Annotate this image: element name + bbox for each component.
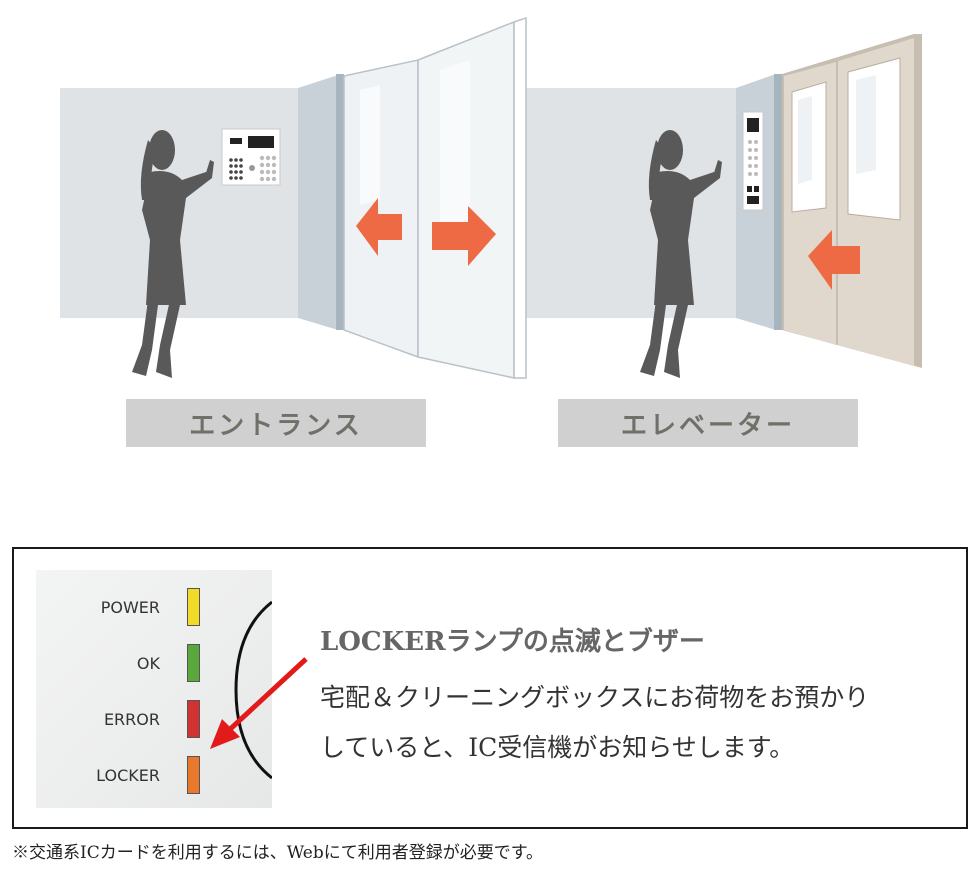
door-frame-strip bbox=[336, 74, 344, 330]
glass-door-left bbox=[343, 59, 419, 359]
scene-svg bbox=[60, 16, 922, 379]
lamp-label: ERROR bbox=[103, 710, 160, 729]
receiver-curve bbox=[234, 600, 272, 780]
receiver-lamp-panel: POWER OK ERROR LOCKER bbox=[36, 570, 272, 808]
locker-lamp bbox=[187, 756, 200, 794]
entrance-caption: エントランス bbox=[126, 399, 426, 447]
ok-lamp bbox=[187, 644, 200, 682]
arrow-elevator bbox=[808, 230, 860, 290]
lamp-label: POWER bbox=[100, 598, 160, 617]
footnote: ※交通系ICカードを利用するには、Webにて利用者登録が必要です。 bbox=[12, 843, 544, 863]
info-body-line: 宅配＆クリーニングボックスにお荷物をお預かり bbox=[320, 683, 870, 712]
illustration-scene: エントランス エレベーター bbox=[60, 16, 922, 447]
pointer-arrow-icon bbox=[210, 657, 308, 749]
power-lamp bbox=[187, 588, 200, 626]
person-silhouette-entrance bbox=[132, 130, 214, 378]
lamp-row-error: ERROR bbox=[36, 700, 272, 740]
error-lamp bbox=[187, 700, 200, 738]
arrow-right bbox=[432, 206, 496, 266]
person-silhouette-elevator bbox=[640, 130, 722, 378]
lamp-row-power: POWER bbox=[36, 588, 272, 628]
lamp-row-locker: LOCKER bbox=[36, 756, 272, 796]
lamp-row-ok: OK bbox=[36, 644, 272, 684]
lamp-label: OK bbox=[136, 654, 160, 673]
glass-edge bbox=[513, 16, 527, 379]
entrance-side-wall bbox=[298, 75, 338, 330]
info-title: LOCKERランプの点滅とブザー bbox=[320, 627, 705, 657]
arrow-left bbox=[356, 198, 402, 256]
lamp-label: LOCKER bbox=[96, 766, 160, 785]
info-body-line: していると、IC受信機がお知らせします。 bbox=[320, 733, 795, 762]
info-body: 宅配＆クリーニングボックスにお荷物をお預かり していると、IC受信機がお知らせし… bbox=[320, 673, 950, 773]
elevator-call-panel bbox=[742, 111, 764, 211]
locker-info-box: POWER OK ERROR LOCKER LOCKERランプの点滅とブザー 宅… bbox=[12, 547, 968, 829]
elevator-caption: エレベーター bbox=[558, 399, 858, 447]
